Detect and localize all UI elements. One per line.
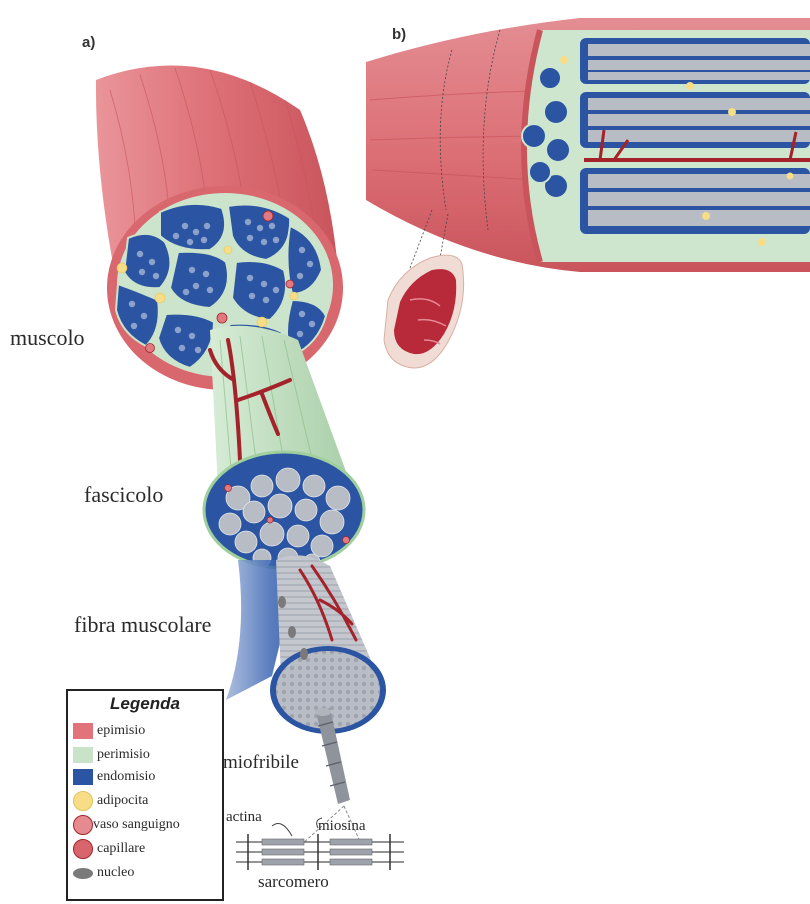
nucleus-icon — [73, 868, 93, 879]
capillary-icon — [73, 839, 93, 859]
legend-item-label: capillare — [97, 841, 145, 857]
legend-item-label: epimisio — [97, 723, 145, 739]
label-sarcomero: sarcomero — [258, 872, 329, 892]
label-miosina: miosina — [318, 818, 366, 835]
label-fascicolo: fascicolo — [84, 482, 163, 508]
legend: Legenda epimisio perimisio endomisio adi… — [66, 689, 224, 901]
label-muscolo: muscolo — [10, 325, 85, 351]
legend-item-nucleo: nucleo — [73, 863, 134, 883]
label-fibra-muscolare: fibra muscolare — [74, 612, 211, 638]
legend-item-endomisio: endomisio — [73, 767, 155, 787]
label-actina: actina — [226, 809, 262, 826]
panel-label-b: b) — [392, 26, 406, 43]
endomisio-swatch — [73, 769, 93, 785]
legend-item-label: adipocita — [97, 793, 148, 809]
legend-item-label: vaso sanguigno — [93, 817, 180, 833]
legend-item-epimisio: epimisio — [73, 721, 145, 741]
fascicle-tube — [204, 326, 364, 570]
legend-title: Legenda — [68, 694, 222, 714]
legend-item-label: perimisio — [97, 747, 150, 763]
legend-item-capillare: capillare — [73, 839, 145, 859]
legend-item-vaso: vaso sanguigno — [73, 815, 180, 835]
panel-label-a: a) — [82, 34, 95, 51]
muscle-section-b — [366, 18, 810, 272]
muscle-fiber — [226, 555, 386, 734]
legend-item-label: nucleo — [97, 865, 134, 881]
adipocita-icon — [73, 791, 93, 811]
legend-item-perimisio: perimisio — [73, 745, 150, 765]
blood-vessel-icon — [73, 815, 93, 835]
legend-item-adipocita: adipocita — [73, 791, 148, 811]
label-miofribile: miofribile — [223, 752, 299, 774]
perimisio-swatch — [73, 747, 93, 763]
steak-icon — [384, 255, 464, 368]
legend-item-label: endomisio — [97, 769, 155, 785]
epimisio-swatch — [73, 723, 93, 739]
